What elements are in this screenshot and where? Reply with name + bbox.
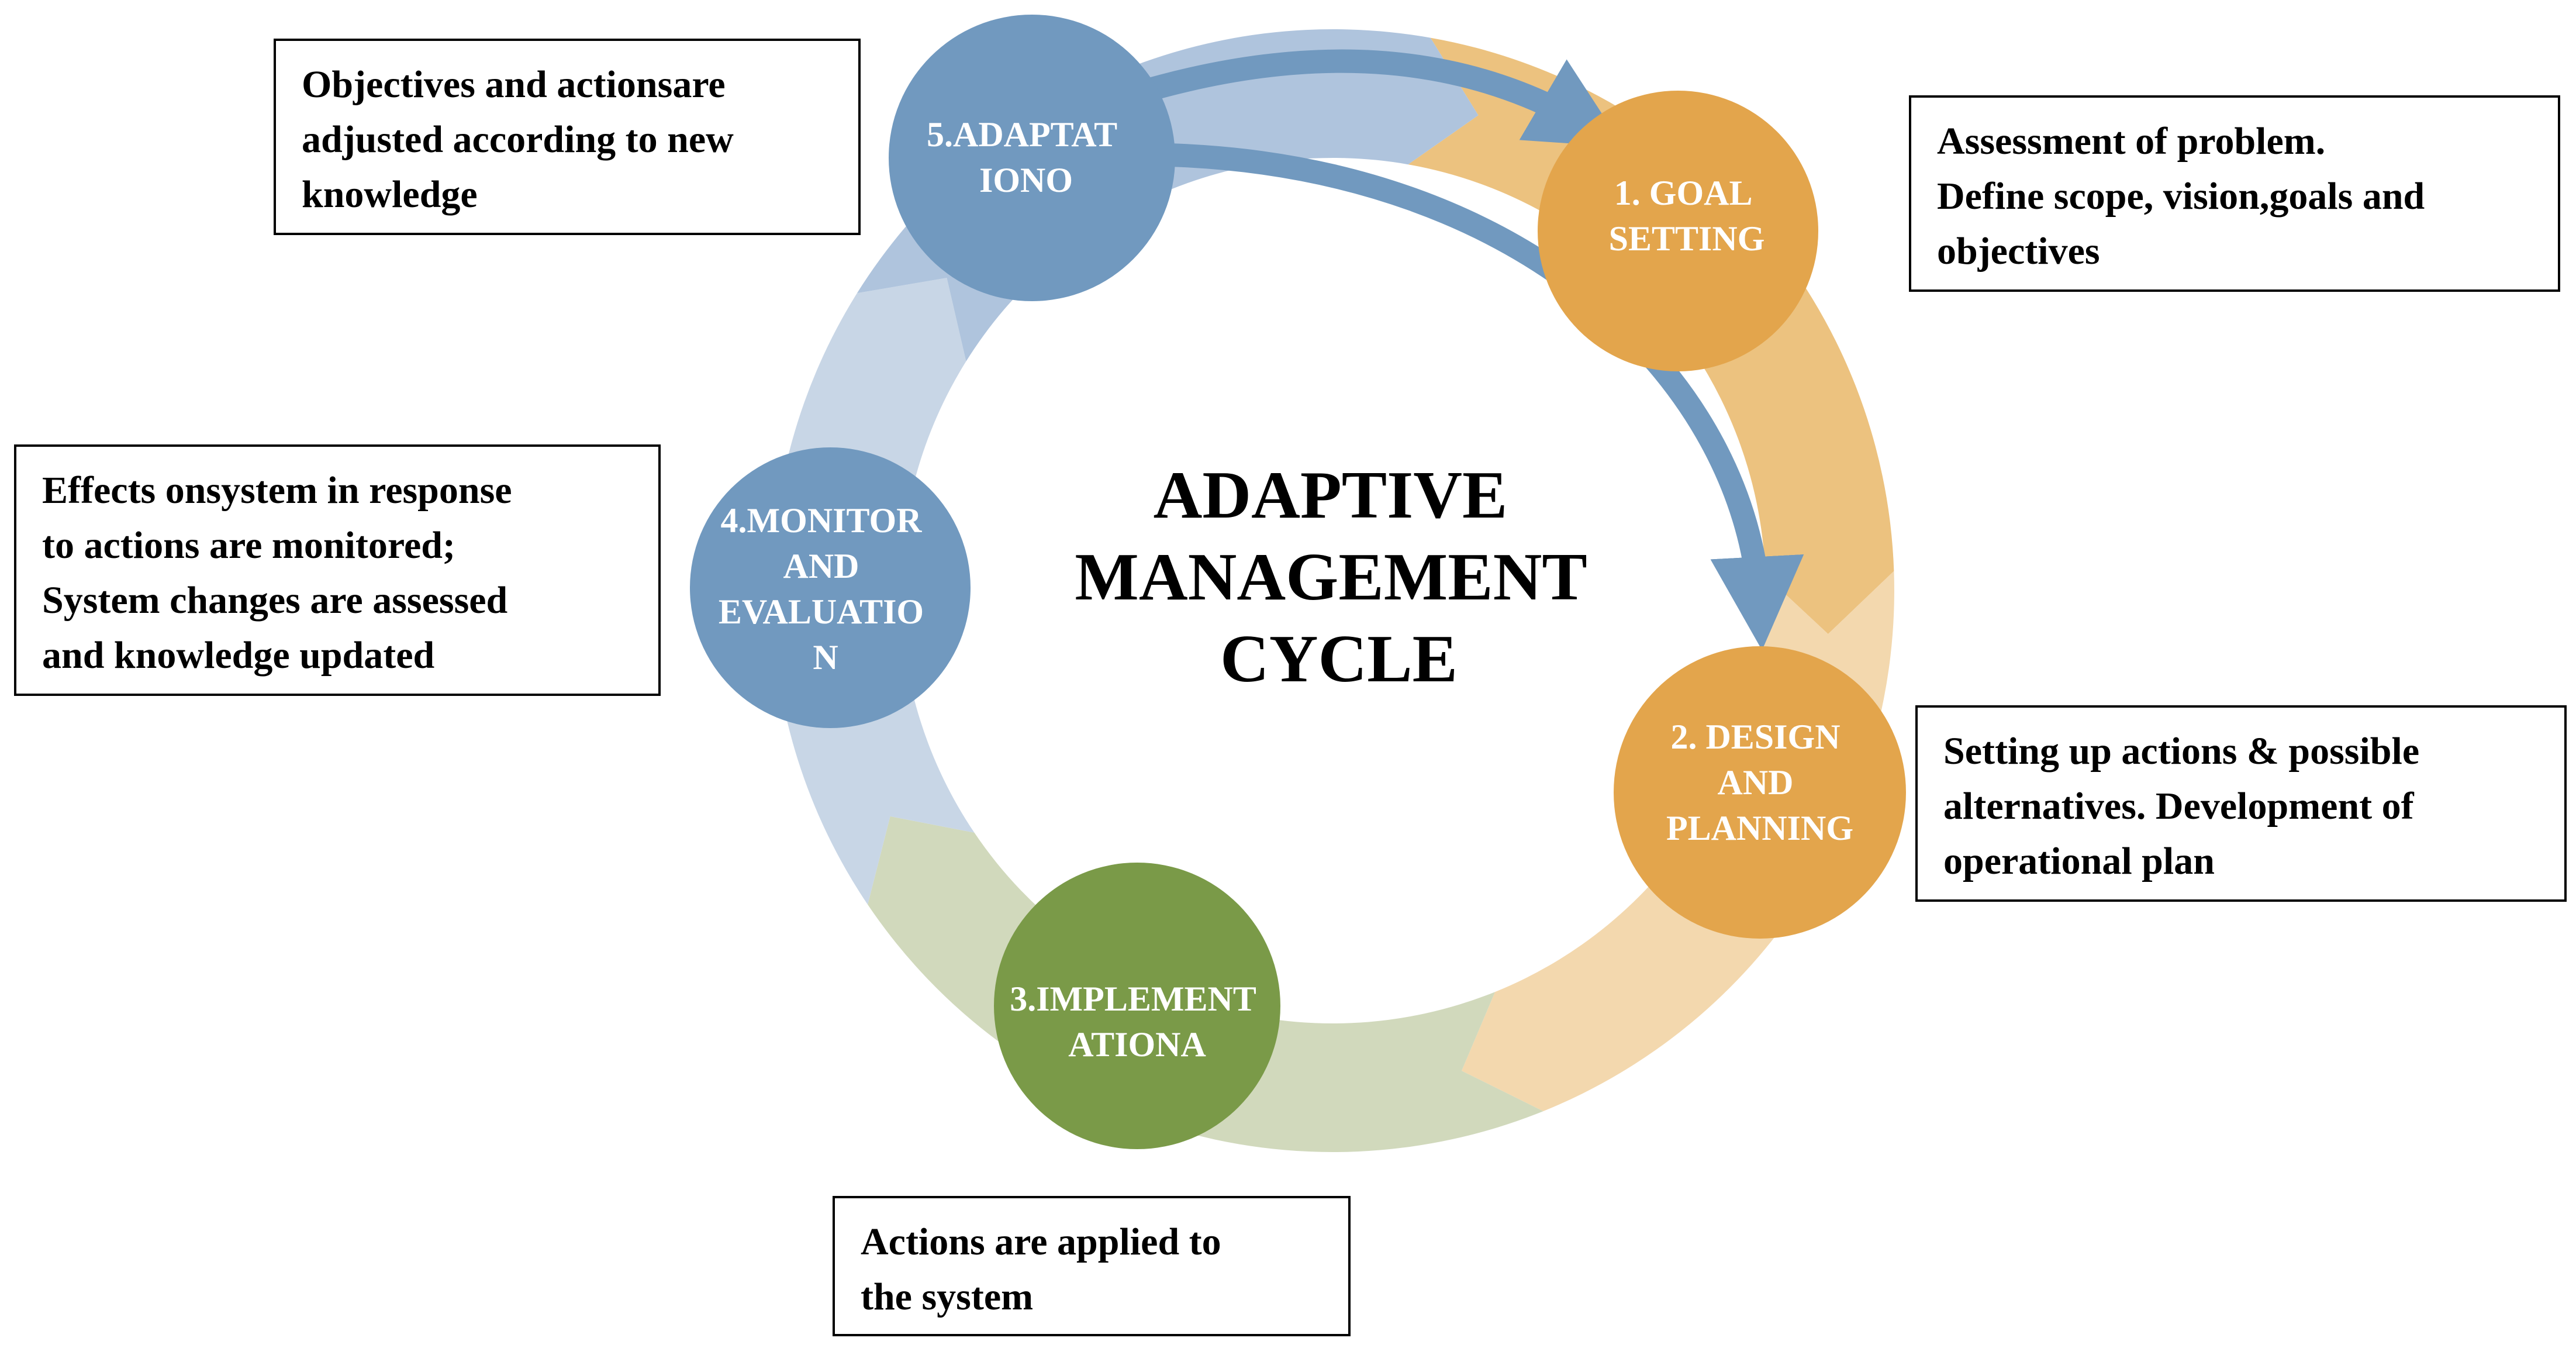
stage-implementation: 3.IMPLEMENT ATIONA (994, 863, 1280, 1149)
stage-label-line: AND (1718, 763, 1794, 802)
note-line: operational plan (1943, 840, 2215, 882)
stage-circle (690, 447, 971, 728)
stage-label-line: IONO (979, 161, 1073, 199)
note-goal-setting: Assessment of problem. Define scope, vis… (1909, 95, 2560, 292)
stage-goal-setting: 1. GOAL SETTING (1538, 91, 1818, 371)
note-adaptation: Objectives and actionsare adjusted accor… (274, 39, 861, 235)
note-line: the system (861, 1275, 1034, 1318)
stage-label-line: 1. GOAL (1614, 174, 1752, 212)
stage-label: 3.IMPLEMENT ATIONA (1010, 980, 1265, 1064)
note-line: alternatives. Development of (1943, 785, 2414, 828)
note-line: Actions are applied to (861, 1220, 1221, 1263)
stage-monitor-evaluation: 4.MONITOR AND EVALUATIO N (690, 447, 971, 728)
stage-label-line: 2. DESIGN (1670, 718, 1840, 756)
note-line: Assessment of problem. (1937, 120, 2326, 163)
stage-label-line: 3.IMPLEMENT (1010, 980, 1256, 1018)
stage-label-line: ATIONA (1068, 1025, 1206, 1064)
note-line: adjusted according to new (302, 118, 734, 161)
stage-label: 1. GOAL SETTING (1609, 174, 1765, 258)
stage-label-line: N (813, 638, 838, 677)
stage-label-line: PLANNING (1666, 809, 1853, 847)
stage-circle (994, 863, 1280, 1149)
note-line: objectives (1937, 230, 2100, 273)
note-line: Effects onsystem in response (42, 469, 512, 512)
arc-implementation (868, 816, 1543, 1152)
stage-label: 5.ADAPTAT IONO (927, 115, 1125, 199)
stage-label-line: AND (783, 547, 859, 585)
note-implementation: Actions are applied to the system (833, 1196, 1351, 1336)
cycle-title-line: MANAGEMENT (1075, 540, 1586, 615)
stage-label-line: SETTING (1609, 219, 1765, 258)
note-line: Objectives and actionsare (302, 63, 726, 106)
cycle-title: ADAPTIVE MANAGEMENT CYCLE (1075, 458, 1603, 697)
note-line: System changes are assessed (42, 579, 508, 622)
note-monitor-evaluation: Effects onsystem in response to actions … (14, 444, 661, 696)
stage-label-line: 4.MONITOR (721, 501, 923, 540)
arrow-adaptation-to-goal-setting (1142, 49, 1624, 147)
stage-label-line: 5.ADAPTAT (927, 115, 1117, 154)
arc-goal-setting (1408, 37, 1894, 635)
note-line: and knowledge updated (42, 634, 435, 677)
stage-circle (889, 15, 1175, 301)
cycle-title-line: CYCLE (1220, 622, 1458, 697)
cycle-title-line: ADAPTIVE (1154, 458, 1508, 533)
note-line: to actions are monitored; (42, 524, 455, 567)
stage-label-line: EVALUATIO (719, 592, 924, 631)
stage-adaptation: 5.ADAPTAT IONO (889, 15, 1175, 301)
stage-label: 4.MONITOR AND EVALUATIO N (719, 501, 933, 677)
note-line: Setting up actions & possible (1943, 730, 2420, 773)
stage-circle (1614, 646, 1906, 939)
stage-design-planning: 2. DESIGN AND PLANNING (1614, 646, 1906, 939)
note-design-planning: Setting up actions & possible alternativ… (1915, 705, 2567, 902)
stage-circle (1538, 91, 1818, 371)
stage-label: 2. DESIGN AND PLANNING (1666, 718, 1853, 847)
note-line: Define scope, vision,goals and (1937, 175, 2425, 218)
note-line: knowledge (302, 173, 478, 216)
